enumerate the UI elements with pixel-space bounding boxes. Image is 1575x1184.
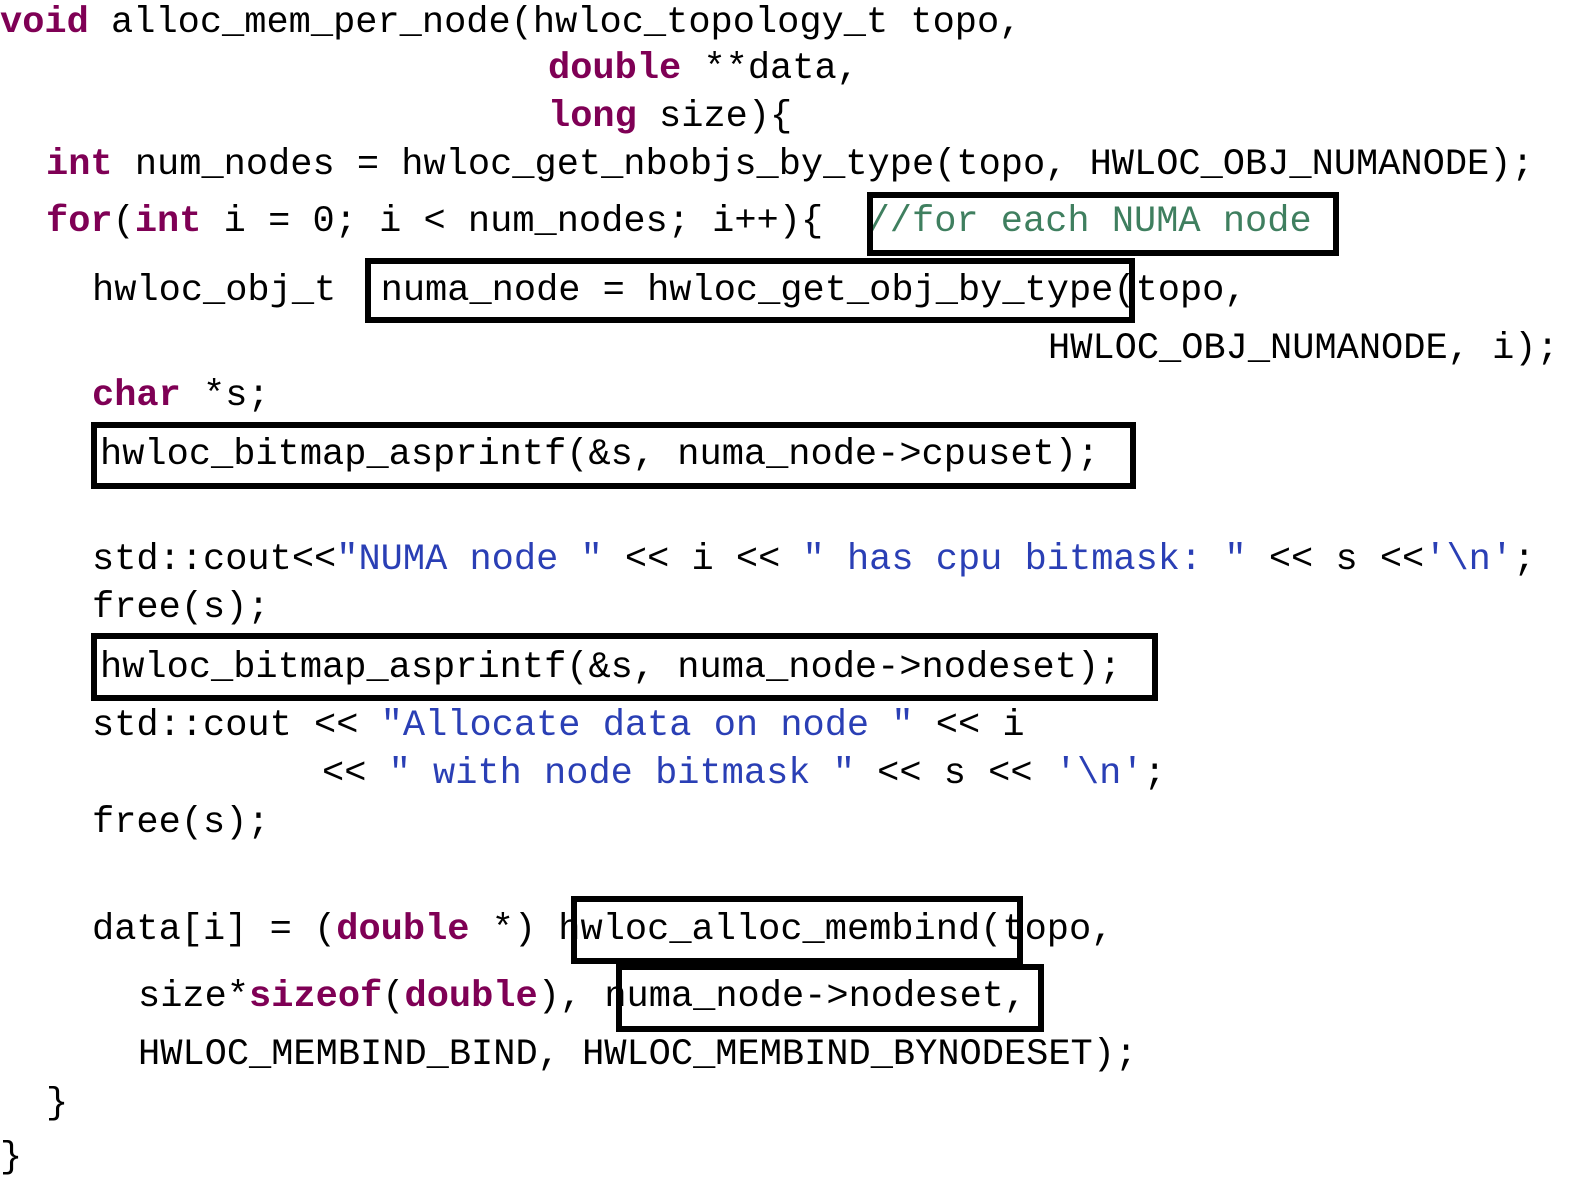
code-line: std::cout << "Allocate data on node " <<… (92, 703, 1025, 749)
code-token: ), numa_node->nodeset, (537, 976, 1027, 1018)
code-line: void alloc_mem_per_node(hwloc_topology_t… (0, 0, 1021, 46)
code-token: } (46, 1083, 69, 1125)
code-line: HWLOC_MEMBIND_BIND, HWLOC_MEMBIND_BYNODE… (138, 1032, 1137, 1078)
code-token: hwloc_bitmap_asprintf(&s, numa_node->cpu… (100, 434, 1100, 476)
keyword-token: double (548, 48, 682, 90)
code-token: **data, (681, 48, 859, 90)
keyword-token: for (46, 201, 113, 243)
code-token: i = 0; i < num_nodes; i++){ (201, 201, 868, 243)
keyword-token: double (404, 976, 538, 1018)
string-token: "NUMA node " (336, 539, 603, 581)
comment-token: //for each NUMA node (867, 201, 1312, 243)
string-token: "Allocate data on node " (380, 705, 914, 747)
code-token: alloc_mem_per_node(hwloc_topology_t topo… (88, 2, 1022, 44)
keyword-token: char (92, 375, 181, 417)
code-line: hwloc_bitmap_asprintf(&s, numa_node->cpu… (100, 432, 1099, 478)
string-token: " with node bitmask " (388, 753, 855, 795)
string-token: " has cpu bitmask: " (802, 539, 1247, 581)
code-token: } (0, 1137, 23, 1179)
code-token: HWLOC_MEMBIND_BIND, HWLOC_MEMBIND_BYNODE… (138, 1034, 1138, 1076)
keyword-token: int (46, 144, 113, 186)
code-line: hwloc_bitmap_asprintf(&s, numa_node->nod… (100, 645, 1121, 691)
code-token: << i << (602, 539, 803, 581)
code-line: std::cout<<"NUMA node " << i << " has cp… (92, 537, 1535, 583)
code-token: data[i] = ( (92, 909, 337, 951)
code-token: size){ (636, 96, 793, 138)
code-line: size*sizeof(double), numa_node->nodeset, (138, 974, 1026, 1020)
code-token: HWLOC_OBJ_NUMANODE, i); (1048, 328, 1559, 370)
code-token: ; (1143, 753, 1166, 795)
code-line: free(s); (92, 585, 270, 631)
code-line: free(s); (92, 800, 270, 846)
code-line: hwloc_obj_t numa_node = hwloc_get_obj_by… (92, 268, 1247, 314)
code-line: HWLOC_OBJ_NUMANODE, i); (1048, 326, 1559, 372)
code-token: *s; (180, 375, 270, 417)
string-token: '\n' (1054, 753, 1144, 795)
keyword-token: double (336, 909, 470, 951)
code-token: std::cout << (92, 705, 381, 747)
code-line: char *s; (92, 373, 270, 419)
code-token: << (322, 753, 389, 795)
code-token: hwloc_obj_t numa_node = hwloc_get_obj_by… (92, 270, 1247, 312)
code-token: ( (382, 976, 405, 1018)
code-line: } (0, 1135, 22, 1181)
code-token: ; (1513, 539, 1536, 581)
code-line: for(int i = 0; i < num_nodes; i++){ //fo… (46, 199, 1312, 245)
code-line: } (46, 1081, 68, 1127)
code-token: hwloc_bitmap_asprintf(&s, numa_node->nod… (100, 647, 1122, 689)
code-token: << s << (854, 753, 1055, 795)
keyword-token: long (548, 96, 637, 138)
string-token: '\n' (1424, 539, 1514, 581)
code-token: ( (112, 201, 135, 243)
code-line: << " with node bitmask " << s << '\n'; (322, 751, 1166, 797)
code-line: double **data, (548, 46, 859, 92)
code-line: int num_nodes = hwloc_get_nbobjs_by_type… (46, 142, 1534, 188)
keyword-token: void (0, 2, 89, 44)
keyword-token: int (134, 201, 202, 243)
code-token: free(s); (92, 587, 270, 629)
code-line: long size){ (548, 94, 792, 140)
code-token: << s << (1246, 539, 1425, 581)
code-token: std::cout<< (92, 539, 337, 581)
code-line: data[i] = (double *) hwloc_alloc_membind… (92, 907, 1113, 953)
code-token: *) hwloc_alloc_membind(topo, (469, 909, 1114, 951)
code-token: << i (913, 705, 1025, 747)
code-token: num_nodes = hwloc_get_nbobjs_by_type(top… (112, 144, 1534, 186)
code-token: size* (138, 976, 250, 1018)
keyword-token: sizeof (249, 976, 383, 1018)
code-token: free(s); (92, 802, 270, 844)
